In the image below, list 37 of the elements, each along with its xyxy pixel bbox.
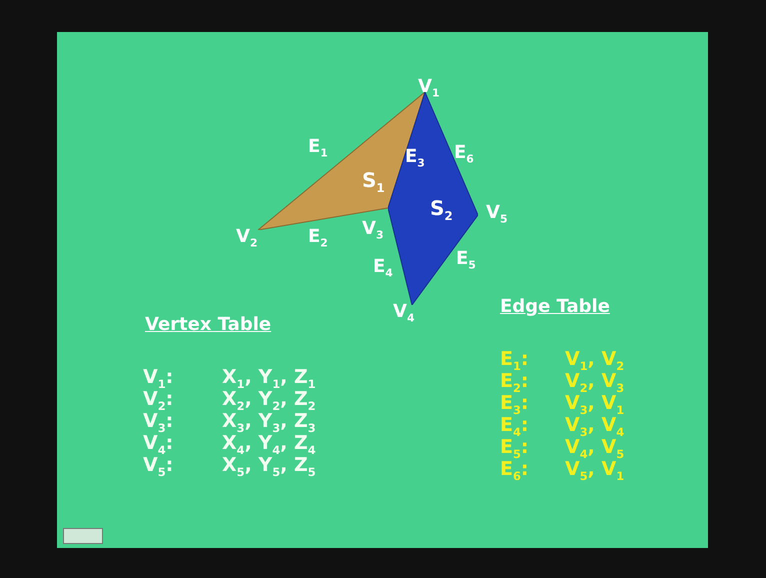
table-cell: V$_{5}$, V$_{1}$ [565,460,624,482]
face-label: S$_{1}$ [362,170,385,194]
face-label: S$_{2}$ [430,198,453,222]
side-name: E$_{4}$ [373,258,393,280]
table-cell: V$_{3}$, V$_{1}$ [565,394,624,416]
side-name: E$_{6}$ [454,144,474,166]
side-name: E$_{2}$ [308,228,328,250]
side-name: E$_{3}$ [405,148,425,170]
table-cell: V$_{2}$, V$_{3}$ [565,372,624,394]
vertex-name: V$_{2}$ [236,228,258,250]
table-cell: X$_{4}$, Y$_{4}$, Z$_{4}$ [222,434,316,456]
table-cell: V$_{3}$: [143,412,174,434]
table-cell: E$_{6}$: [500,460,529,482]
vertex-name: V$_{1}$ [418,78,440,100]
table-cell: V$_{4}$: [143,434,174,456]
table-cell: X$_{2}$, Y$_{2}$, Z$_{2}$ [222,390,316,412]
table-cell: V$_{1}$: [143,368,174,390]
vertex-name: V$_{4}$ [393,303,414,324]
table-cell: V$_{1}$, V$_{2}$ [565,350,624,372]
table-cell: E$_{3}$: [500,394,529,416]
table-heading: Vertex Table [145,316,272,334]
side-name: E$_{5}$ [456,250,476,272]
table-cell: V$_{4}$, V$_{5}$ [565,438,624,460]
table-cell: E$_{1}$: [500,350,529,372]
table-cell: E$_{4}$: [500,416,529,438]
vertex-name: V$_{5}$ [486,204,508,226]
side-name: E$_{1}$ [308,138,328,160]
table-cell: V$_{3}$, V$_{4}$ [565,416,624,438]
table-heading: Edge Table [500,298,610,316]
table-cell: X$_{5}$, Y$_{5}$, Z$_{5}$ [222,456,316,478]
vertex-name: V$_{3}$ [362,220,384,242]
table-cell: X$_{3}$, Y$_{3}$, Z$_{3}$ [222,412,316,434]
table-cell: X$_{1}$, Y$_{1}$, Z$_{1}$ [222,368,316,390]
table-cell: V$_{5}$: [143,456,174,478]
table-cell: V$_{2}$: [143,390,174,412]
table-cell: E$_{2}$: [500,372,529,394]
table-cell: E$_{5}$: [500,438,529,460]
